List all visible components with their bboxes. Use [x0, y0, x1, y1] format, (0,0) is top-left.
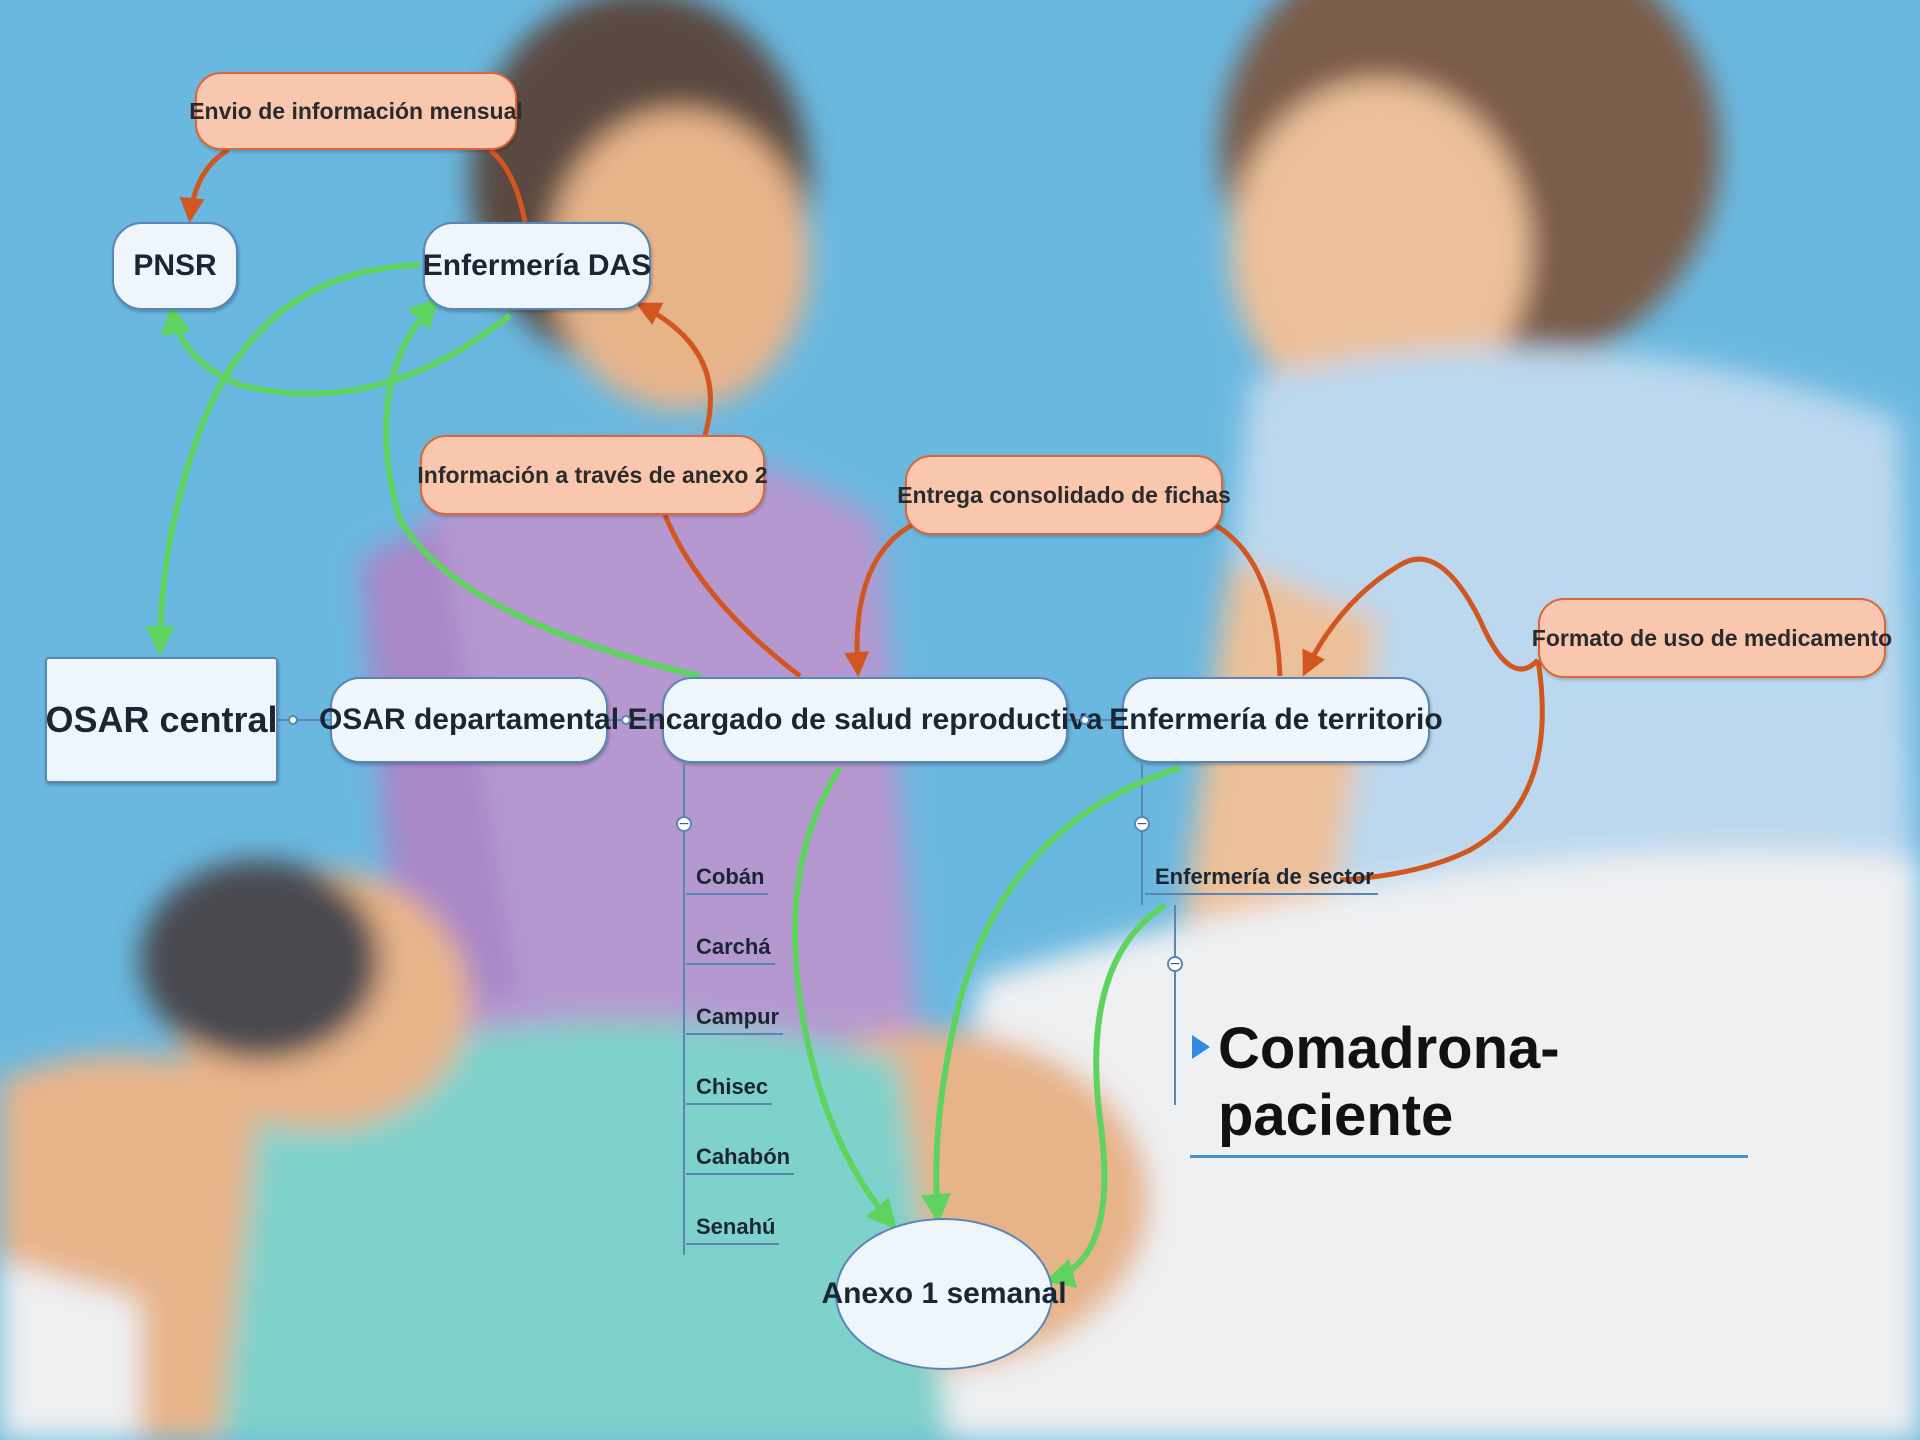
- note-informacion-anexo-2[interactable]: Información a través de anexo 2: [420, 435, 765, 515]
- node-enfermeria-sector[interactable]: Enfermería de sector: [1145, 864, 1378, 895]
- note-label: Envio de información mensual: [189, 98, 523, 125]
- node-encargado-salud-reproductiva[interactable]: Encargado de salud reproductiva: [662, 677, 1068, 763]
- node-label: PNSR: [133, 249, 216, 283]
- node-comadrona-paciente[interactable]: Comadrona-paciente: [1190, 1015, 1748, 1158]
- connector-dot: [1080, 715, 1090, 725]
- node-pnsr[interactable]: PNSR: [112, 222, 238, 310]
- collapse-toggle-sector[interactable]: −: [1167, 956, 1183, 972]
- node-enfermeria-das[interactable]: Enfermería DAS: [423, 222, 651, 310]
- node-label: OSAR departamental: [319, 703, 619, 737]
- note-formato-uso-medicamento[interactable]: Formato de uso de medicamento: [1538, 598, 1886, 678]
- node-enfermeria-territorio[interactable]: Enfermería de territorio: [1122, 677, 1430, 763]
- node-osar-departamental[interactable]: OSAR departamental: [330, 677, 608, 763]
- note-entrega-consolidado-fichas[interactable]: Entrega consolidado de fichas: [905, 455, 1223, 535]
- node-anexo-1-semanal[interactable]: Anexo 1 semanal: [835, 1218, 1053, 1370]
- node-label: OSAR central: [45, 699, 277, 741]
- note-label: Información a través de anexo 2: [417, 462, 767, 489]
- note-envio-informacion-mensual[interactable]: Envio de información mensual: [195, 72, 517, 150]
- node-label: Enfermería DAS: [423, 249, 651, 283]
- collapse-toggle-encargado[interactable]: −: [676, 816, 692, 832]
- municipio-item[interactable]: Cahabón: [686, 1144, 794, 1175]
- municipio-item[interactable]: Chisec: [686, 1074, 772, 1105]
- municipio-item[interactable]: Campur: [686, 1004, 783, 1035]
- municipio-item[interactable]: Carchá: [686, 934, 775, 965]
- municipio-item[interactable]: Senahú: [686, 1214, 779, 1245]
- node-label: Encargado de salud reproductiva: [627, 703, 1102, 737]
- collapse-toggle-territorio[interactable]: −: [1134, 816, 1150, 832]
- node-osar-central[interactable]: OSAR central: [45, 657, 278, 783]
- node-label: Anexo 1 semanal: [821, 1277, 1066, 1311]
- node-label: Enfermería de territorio: [1109, 703, 1442, 737]
- connector-dot: [621, 715, 631, 725]
- note-label: Formato de uso de medicamento: [1532, 625, 1892, 652]
- connector-dot: [288, 715, 298, 725]
- municipio-item[interactable]: Cobán: [686, 864, 768, 895]
- note-label: Entrega consolidado de fichas: [897, 482, 1231, 509]
